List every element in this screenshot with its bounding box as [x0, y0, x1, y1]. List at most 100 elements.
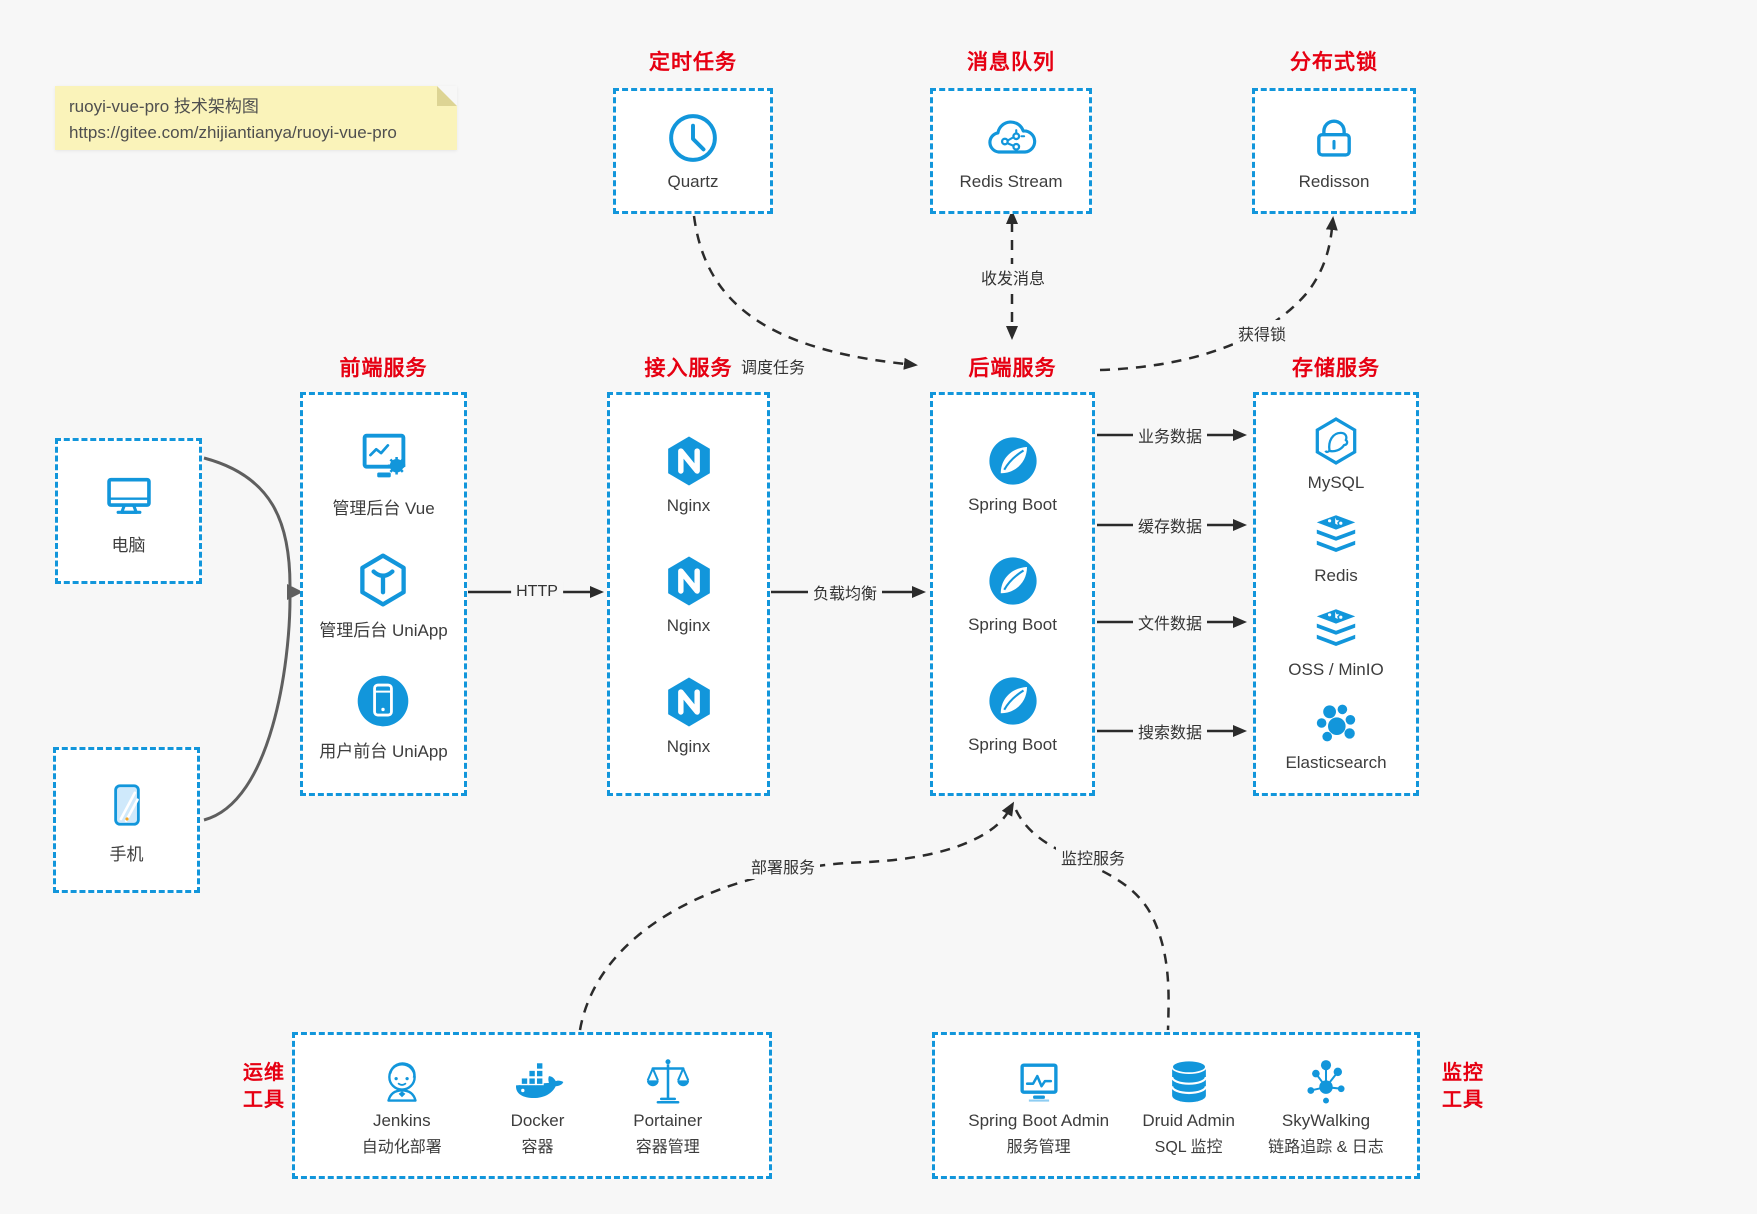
frontend-services-box: 管理后台 Vue 管理后台 UniApp 用户前台 UniApp — [300, 392, 467, 796]
node-label: Spring Boot Admin — [968, 1110, 1110, 1130]
nginx-icon — [660, 673, 718, 731]
cloud-icon — [982, 110, 1040, 166]
node-user-uniapp: 用户前台 UniApp — [319, 671, 448, 762]
node-admin-uniapp: 管理后台 UniApp — [319, 550, 448, 641]
node-label: Spring Boot — [968, 735, 1057, 754]
admin-vue-icon — [353, 426, 415, 488]
edge-label-deploy-service: 部署服务 — [745, 853, 821, 879]
heading-gateway-services: 接入服务 — [644, 357, 733, 380]
node-pc: 电脑 — [98, 467, 160, 556]
sticky-note: ruoyi-vue-pro 技术架构图 https://gitee.com/zh… — [55, 86, 457, 150]
node-quartz: Quartz — [665, 110, 721, 192]
redis-stream-box: Redis Stream — [930, 88, 1092, 214]
node-label: Docker — [510, 1110, 565, 1130]
nginx-icon — [660, 552, 718, 610]
node-label: MySQL — [1307, 472, 1365, 492]
mobile-client-box: 手机 — [53, 747, 200, 893]
elasticsearch-icon — [1310, 699, 1362, 747]
desktop-icon — [98, 467, 160, 525]
node-label: Redis Stream — [959, 172, 1063, 191]
edge-label-schedule-task: 调度任务 — [735, 353, 811, 379]
docker-icon — [509, 1055, 567, 1109]
redis-stack-icon — [1310, 512, 1362, 560]
node-label: Nginx — [666, 495, 711, 515]
storage-services-box: MySQL Redis OSS / MinIO Elasticsearch — [1253, 392, 1419, 796]
node-label: Nginx — [666, 736, 711, 756]
node-sublabel: SQL 监控 — [1154, 1138, 1223, 1156]
node-label: Spring Boot — [968, 495, 1057, 514]
node-springboot-2: Spring Boot — [968, 553, 1057, 635]
node-sublabel: 服务管理 — [1006, 1138, 1071, 1156]
heading-message-queue: 消息队列 — [967, 51, 1055, 74]
edge-label-business-data: 业务数据 — [1132, 422, 1208, 448]
ops-tools-box: Jenkins 自动化部署 Docker 容器 Portainer 容器管理 — [292, 1032, 772, 1179]
monitoring-tools-box: Spring Boot Admin 服务管理 Druid Admin SQL 监… — [932, 1032, 1420, 1179]
node-portainer: Portainer 容器管理 — [633, 1055, 702, 1157]
node-label: OSS / MinIO — [1288, 659, 1384, 679]
node-springboot-1: Spring Boot — [968, 433, 1057, 515]
note-title: ruoyi-vue-pro 技术架构图 — [69, 97, 259, 116]
heading-ops-tools: 运维 工具 — [238, 1060, 290, 1114]
node-redisson: Redisson — [1298, 110, 1370, 192]
spring-icon — [985, 433, 1041, 489]
heading-storage-services: 存储服务 — [1292, 357, 1380, 380]
heading-monitoring-line2: 工具 — [1442, 1089, 1484, 1111]
pc-client-box: 电脑 — [55, 438, 202, 584]
node-sublabel: 链路追踪 & 日志 — [1268, 1138, 1384, 1156]
edge-label-monitor-service: 监控服务 — [1055, 844, 1131, 870]
node-label: Redisson — [1298, 172, 1370, 191]
node-nginx-2: Nginx — [660, 552, 718, 636]
spring-icon — [985, 673, 1041, 729]
sba-icon — [1012, 1055, 1066, 1109]
edge-label-cache-data: 缓存数据 — [1132, 512, 1208, 538]
node-sublabel: 容器 — [521, 1138, 554, 1156]
node-label: Druid Admin — [1142, 1110, 1235, 1130]
node-elasticsearch: Elasticsearch — [1285, 699, 1387, 773]
heading-monitoring-tools: 监控 工具 — [1437, 1060, 1489, 1114]
heading-monitoring-line1: 监控 — [1442, 1062, 1484, 1084]
node-jenkins: Jenkins 自动化部署 — [362, 1055, 442, 1157]
node-sublabel: 容器管理 — [635, 1138, 700, 1156]
node-sublabel: 自动化部署 — [361, 1138, 442, 1156]
node-label: Jenkins — [372, 1110, 431, 1130]
heading-distributed-lock: 分布式锁 — [1290, 51, 1378, 74]
node-label: Elasticsearch — [1285, 753, 1387, 773]
heading-scheduled-task: 定时任务 — [649, 51, 737, 74]
uniapp-cube-icon — [353, 550, 413, 610]
heading-frontend-services: 前端服务 — [339, 357, 428, 380]
node-skywalking: SkyWalking 链路追踪 & 日志 — [1268, 1055, 1384, 1157]
user-uniapp-icon — [353, 671, 413, 731]
edge-label-http: HTTP — [511, 582, 563, 602]
phone-icon — [99, 776, 155, 834]
node-nginx-1: Nginx — [660, 432, 718, 516]
druid-icon — [1162, 1055, 1216, 1109]
heading-ops-line2: 工具 — [243, 1089, 285, 1111]
mysql-icon — [1310, 415, 1362, 467]
node-redis-stream: Redis Stream — [959, 110, 1063, 192]
heading-ops-line1: 运维 — [243, 1062, 285, 1084]
node-admin-vue: 管理后台 Vue — [332, 426, 435, 519]
redisson-box: Redisson — [1252, 88, 1416, 214]
oss-stack-icon — [1310, 606, 1362, 654]
node-label: Nginx — [666, 616, 711, 635]
backend-services-box: Spring Boot Spring Boot Spring Boot — [930, 392, 1095, 796]
node-label: 电脑 — [111, 535, 146, 555]
node-label: 用户前台 UniApp — [319, 742, 448, 762]
skywalking-icon — [1299, 1055, 1353, 1109]
edge-label-search-data: 搜索数据 — [1132, 718, 1208, 744]
edge-label-acquire-lock: 获得锁 — [1232, 320, 1292, 346]
node-label: Spring Boot — [968, 615, 1057, 634]
node-nginx-3: Nginx — [660, 673, 718, 757]
portainer-icon — [641, 1055, 695, 1109]
edge-label-file-data: 文件数据 — [1132, 609, 1208, 635]
edge-label-send-receive-message: 收发消息 — [975, 264, 1051, 290]
node-label: Portainer — [633, 1110, 703, 1130]
node-spring-boot-admin: Spring Boot Admin 服务管理 — [968, 1055, 1109, 1157]
node-label: 管理后台 UniApp — [319, 620, 448, 640]
lock-icon — [1307, 110, 1361, 166]
node-mysql: MySQL — [1307, 415, 1365, 493]
node-druid: Druid Admin SQL 监控 — [1142, 1055, 1235, 1157]
node-label: Redis — [1314, 566, 1358, 586]
